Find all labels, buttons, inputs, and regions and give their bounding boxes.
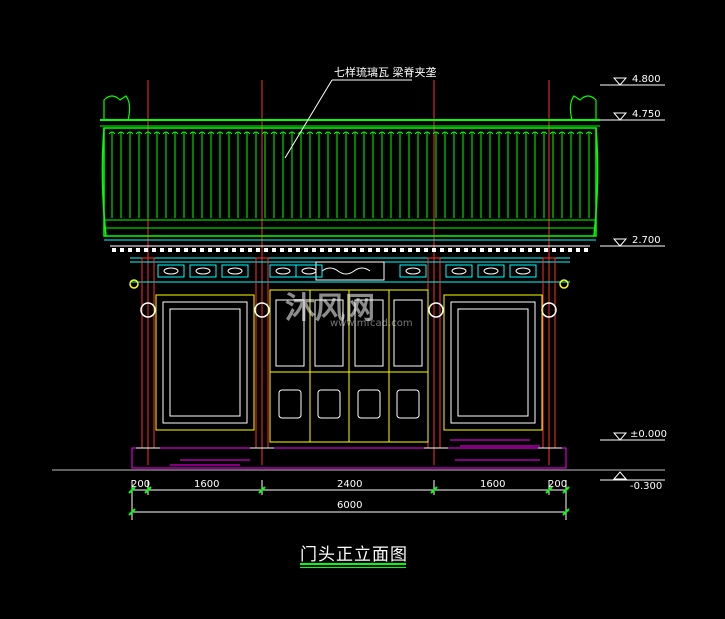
title-underline-thin xyxy=(300,567,406,568)
elevation-markers xyxy=(600,77,665,481)
elevation-label-3: 2.700 xyxy=(632,235,661,246)
dim-label-2: 1600 xyxy=(194,479,219,490)
watermark-url: www.mfcad.com xyxy=(330,318,413,329)
side-panels xyxy=(155,294,543,431)
watermark: 沐风网 xyxy=(285,291,375,326)
elevation-label-1: 4.800 xyxy=(632,74,661,85)
roof-note: 七样琉璃瓦 梁脊夹垄 xyxy=(334,65,437,79)
base xyxy=(131,439,567,469)
elevation-label-2: 4.750 xyxy=(632,109,661,120)
central-doors xyxy=(269,289,429,443)
right-ridge-beast xyxy=(569,95,597,121)
eave xyxy=(104,239,596,283)
left-ridge-beast xyxy=(103,95,131,121)
dim-label-total: 6000 xyxy=(337,500,362,511)
dim-label-1: 200 xyxy=(131,479,150,490)
dim-label-5: 200 xyxy=(548,479,567,490)
dim-label-4: 1600 xyxy=(480,479,505,490)
roof-note-leader xyxy=(284,79,412,159)
drawing-title: 门头正立面图 xyxy=(300,545,408,565)
elevation-label-4: ±0.000 xyxy=(630,429,667,440)
dimension-ticks xyxy=(128,486,570,516)
dim-label-3: 2400 xyxy=(337,479,362,490)
roof xyxy=(100,95,600,237)
title-underline xyxy=(300,563,406,565)
elevation-label-5: -0.300 xyxy=(630,481,662,492)
